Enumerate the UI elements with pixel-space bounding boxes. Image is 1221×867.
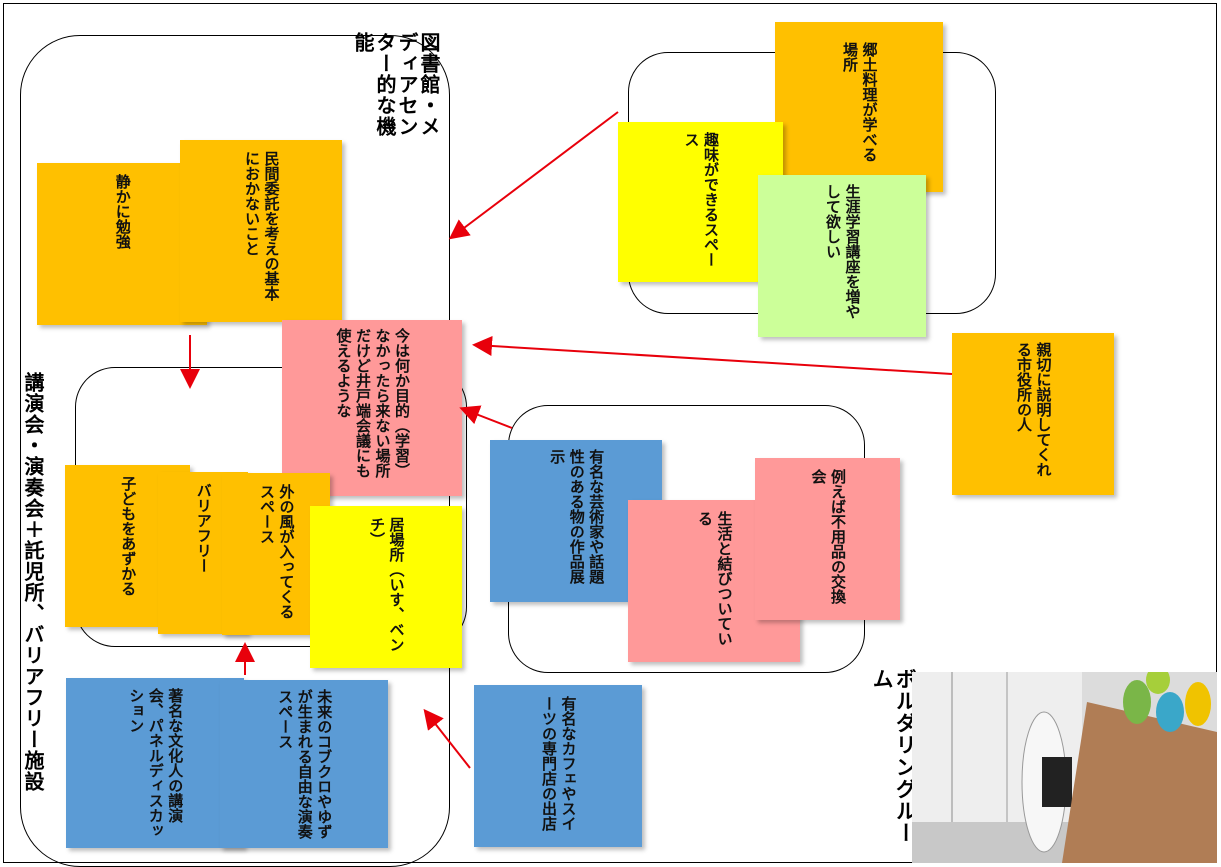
bouldering-room-photo	[912, 672, 1217, 863]
note-outsourcing: 民間委託を考えの基本におかないこと	[180, 140, 342, 322]
library-group-label: 図書館・メディアセンター的な機能	[351, 32, 441, 137]
diagram-frame	[3, 3, 1217, 863]
bouldering-group-label: ボルダリングルーム	[870, 668, 918, 844]
note-lecture-discussion: 著名な文化人の講演会、パネルディスカッション	[66, 678, 244, 848]
note-hobby-space: 趣味ができるスペース	[618, 122, 783, 282]
note-purpose-place: 今は何か目的（学習）なかったら来ない場所だけど井戸端会議にも使えるような	[282, 320, 462, 496]
photo-illustration	[912, 672, 1217, 863]
note-exchange: 例えば不用品の交換会	[755, 458, 900, 620]
note-kind-staff: 親切に説明してくれる市役所の人	[952, 333, 1114, 495]
note-free-performance: 未来のコブクロやゆずが生まれる自由な演奏スペース	[220, 680, 388, 848]
note-seating: 居場所（いす、ベンチ）	[310, 506, 462, 668]
note-cafe: 有名なカフェやスイーツの専門店の出店	[474, 685, 642, 847]
lecture-group-label: 講演会・演奏会＋託児所、バリアフリー施設	[21, 372, 45, 792]
note-quiet-study: 静かに勉強	[37, 163, 207, 325]
note-local-cuisine: 郷土料理が学べる場所	[775, 22, 943, 192]
note-lifelong-learning: 生涯学習講座を増やして欲しい	[758, 175, 926, 337]
